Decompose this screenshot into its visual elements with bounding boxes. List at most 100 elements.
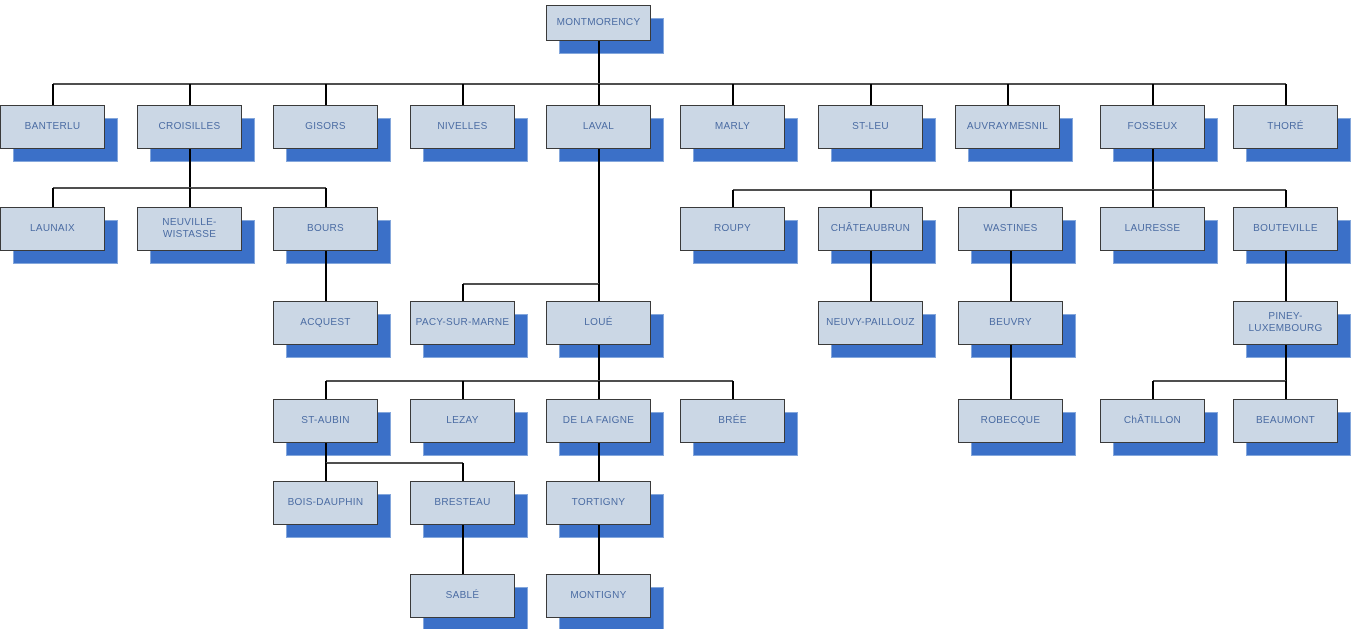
node-gisors[interactable]: GISORS [273,105,378,149]
node-label: LAVAL [582,121,615,132]
node-label: ROBECQUE [980,415,1041,426]
node-label: LEZAY [446,415,479,426]
node-delafaigne[interactable]: DE LA FAIGNE [546,399,651,443]
node-launaix[interactable]: LAUNAIX [0,207,105,251]
node-montigny[interactable]: MONTIGNY [546,574,651,618]
node-label: BOURS [306,223,345,234]
node-stleu[interactable]: ST-LEU [818,105,923,149]
node-label: WASTINES [983,223,1038,234]
node-label: ACQUEST [300,317,351,328]
connector-vertical-line [52,84,54,105]
node-robecque[interactable]: ROBECQUE [958,399,1063,443]
node-piney[interactable]: PINEY-LUXEMBOURG [1233,301,1338,345]
node-label: ST-LEU [852,121,889,132]
node-laval[interactable]: LAVAL [546,105,651,149]
node-label: GISORS [305,121,346,132]
node-bree[interactable]: BRÉE [680,399,785,443]
connector-vertical-line [325,188,327,207]
node-label: ChÂTILLON [1123,415,1182,426]
node-neuvy[interactable]: NEUVY-PAILLOUZ [818,301,923,345]
node-staubin[interactable]: ST-AUBIN [273,399,378,443]
connector-vertical-line [462,84,464,105]
connector-horizontal-line [1153,380,1286,382]
node-chatillon[interactable]: ChÂTILLON [1100,399,1205,443]
node-sable[interactable]: SABLÉ [410,574,515,618]
node-label: CHÂTEAUBRUN [830,223,911,234]
node-wastines[interactable]: WASTINES [958,207,1063,251]
node-label: NEUVILLE-WISTASSE [162,217,217,240]
node-chateaubrun[interactable]: CHÂTEAUBRUN [818,207,923,251]
connector-vertical-line [732,84,734,105]
connector-vertical-line [732,381,734,399]
node-bours[interactable]: BOURS [273,207,378,251]
node-beaumont[interactable]: BEAUMONT [1233,399,1338,443]
node-label: SABLÉ [445,590,480,601]
node-bouteville[interactable]: BOUTEVILLE [1233,207,1338,251]
node-bresteau[interactable]: BRESTEAU [410,481,515,525]
connector-vertical-line [598,345,600,381]
connector-vertical-line [1285,345,1287,381]
node-marly[interactable]: MARLY [680,105,785,149]
connector-horizontal-line [326,380,733,382]
node-label: AUVRAYMESNIL [966,121,1049,132]
node-pacy[interactable]: PACY-SUR-MARNE [410,301,515,345]
connector-vertical-line [1152,84,1154,105]
connector-vertical-line [598,525,600,574]
node-label: DE LA FAIGNE [562,415,635,426]
node-label: LOUÉ [584,317,613,328]
connector-vertical-line [1010,251,1012,301]
node-label: ROUPY [713,223,752,234]
connector-vertical-line [1010,345,1012,399]
node-label: MARLY [714,121,751,132]
node-beuvry[interactable]: BEUVRY [958,301,1063,345]
connector-vertical-line [325,463,327,481]
node-roupy[interactable]: ROUPY [680,207,785,251]
node-label: BRÉE [718,415,747,426]
node-label: BRESTEAU [434,497,491,508]
node-lauresse[interactable]: LAURESSE [1100,207,1205,251]
node-label: PACY-SUR-MARNE [415,317,510,328]
node-montmorency[interactable]: MONTMORENCY [546,5,651,41]
connector-horizontal-line [733,189,1286,191]
node-label: TORTIGNY [571,497,626,508]
node-label: PINEY-LUXEMBOURG [1248,311,1323,334]
connector-vertical-line [870,251,872,301]
node-lezay[interactable]: LEZAY [410,399,515,443]
connector-vertical-line [462,381,464,399]
connector-vertical-line [1285,190,1287,207]
node-croisilles[interactable]: CROISILLES [137,105,242,149]
connector-horizontal-line [53,83,1286,85]
connector-vertical-line [870,84,872,105]
node-tortigny[interactable]: TORTIGNY [546,481,651,525]
connector-vertical-line [189,84,191,105]
connector-vertical-line [1152,381,1154,399]
node-boisdauphin[interactable]: BOIS-DAUPHIN [273,481,378,525]
connector-vertical-line [189,149,191,188]
node-auvraymesnil[interactable]: AUVRAYMESNIL [955,105,1060,149]
node-neuville[interactable]: NEUVILLE-WISTASSE [137,207,242,251]
connector-vertical-line [52,188,54,207]
connector-vertical-line [870,190,872,207]
node-thore[interactable]: THORÉ [1233,105,1338,149]
node-label: CROISILLES [158,121,221,132]
node-acquest[interactable]: ACQUEST [273,301,378,345]
node-nivelles[interactable]: NIVELLES [410,105,515,149]
node-banterlu[interactable]: BANTERLU [0,105,105,149]
connector-vertical-line [598,284,600,301]
node-label: THORÉ [1267,121,1304,132]
connector-vertical-line [189,188,191,207]
node-label: NEUVY-PAILLOUZ [826,317,915,328]
connector-vertical-line [1152,149,1154,190]
node-label: LAUNAIX [30,223,75,234]
connector-vertical-line [1152,190,1154,207]
node-loue[interactable]: LOUÉ [546,301,651,345]
node-label: NIVELLES [437,121,488,132]
connector-vertical-line [462,284,464,301]
connector-vertical-line [325,381,327,399]
node-fosseux[interactable]: FOSSEUX [1100,105,1205,149]
connector-vertical-line [1010,190,1012,207]
node-label: BOIS-DAUPHIN [287,497,364,508]
